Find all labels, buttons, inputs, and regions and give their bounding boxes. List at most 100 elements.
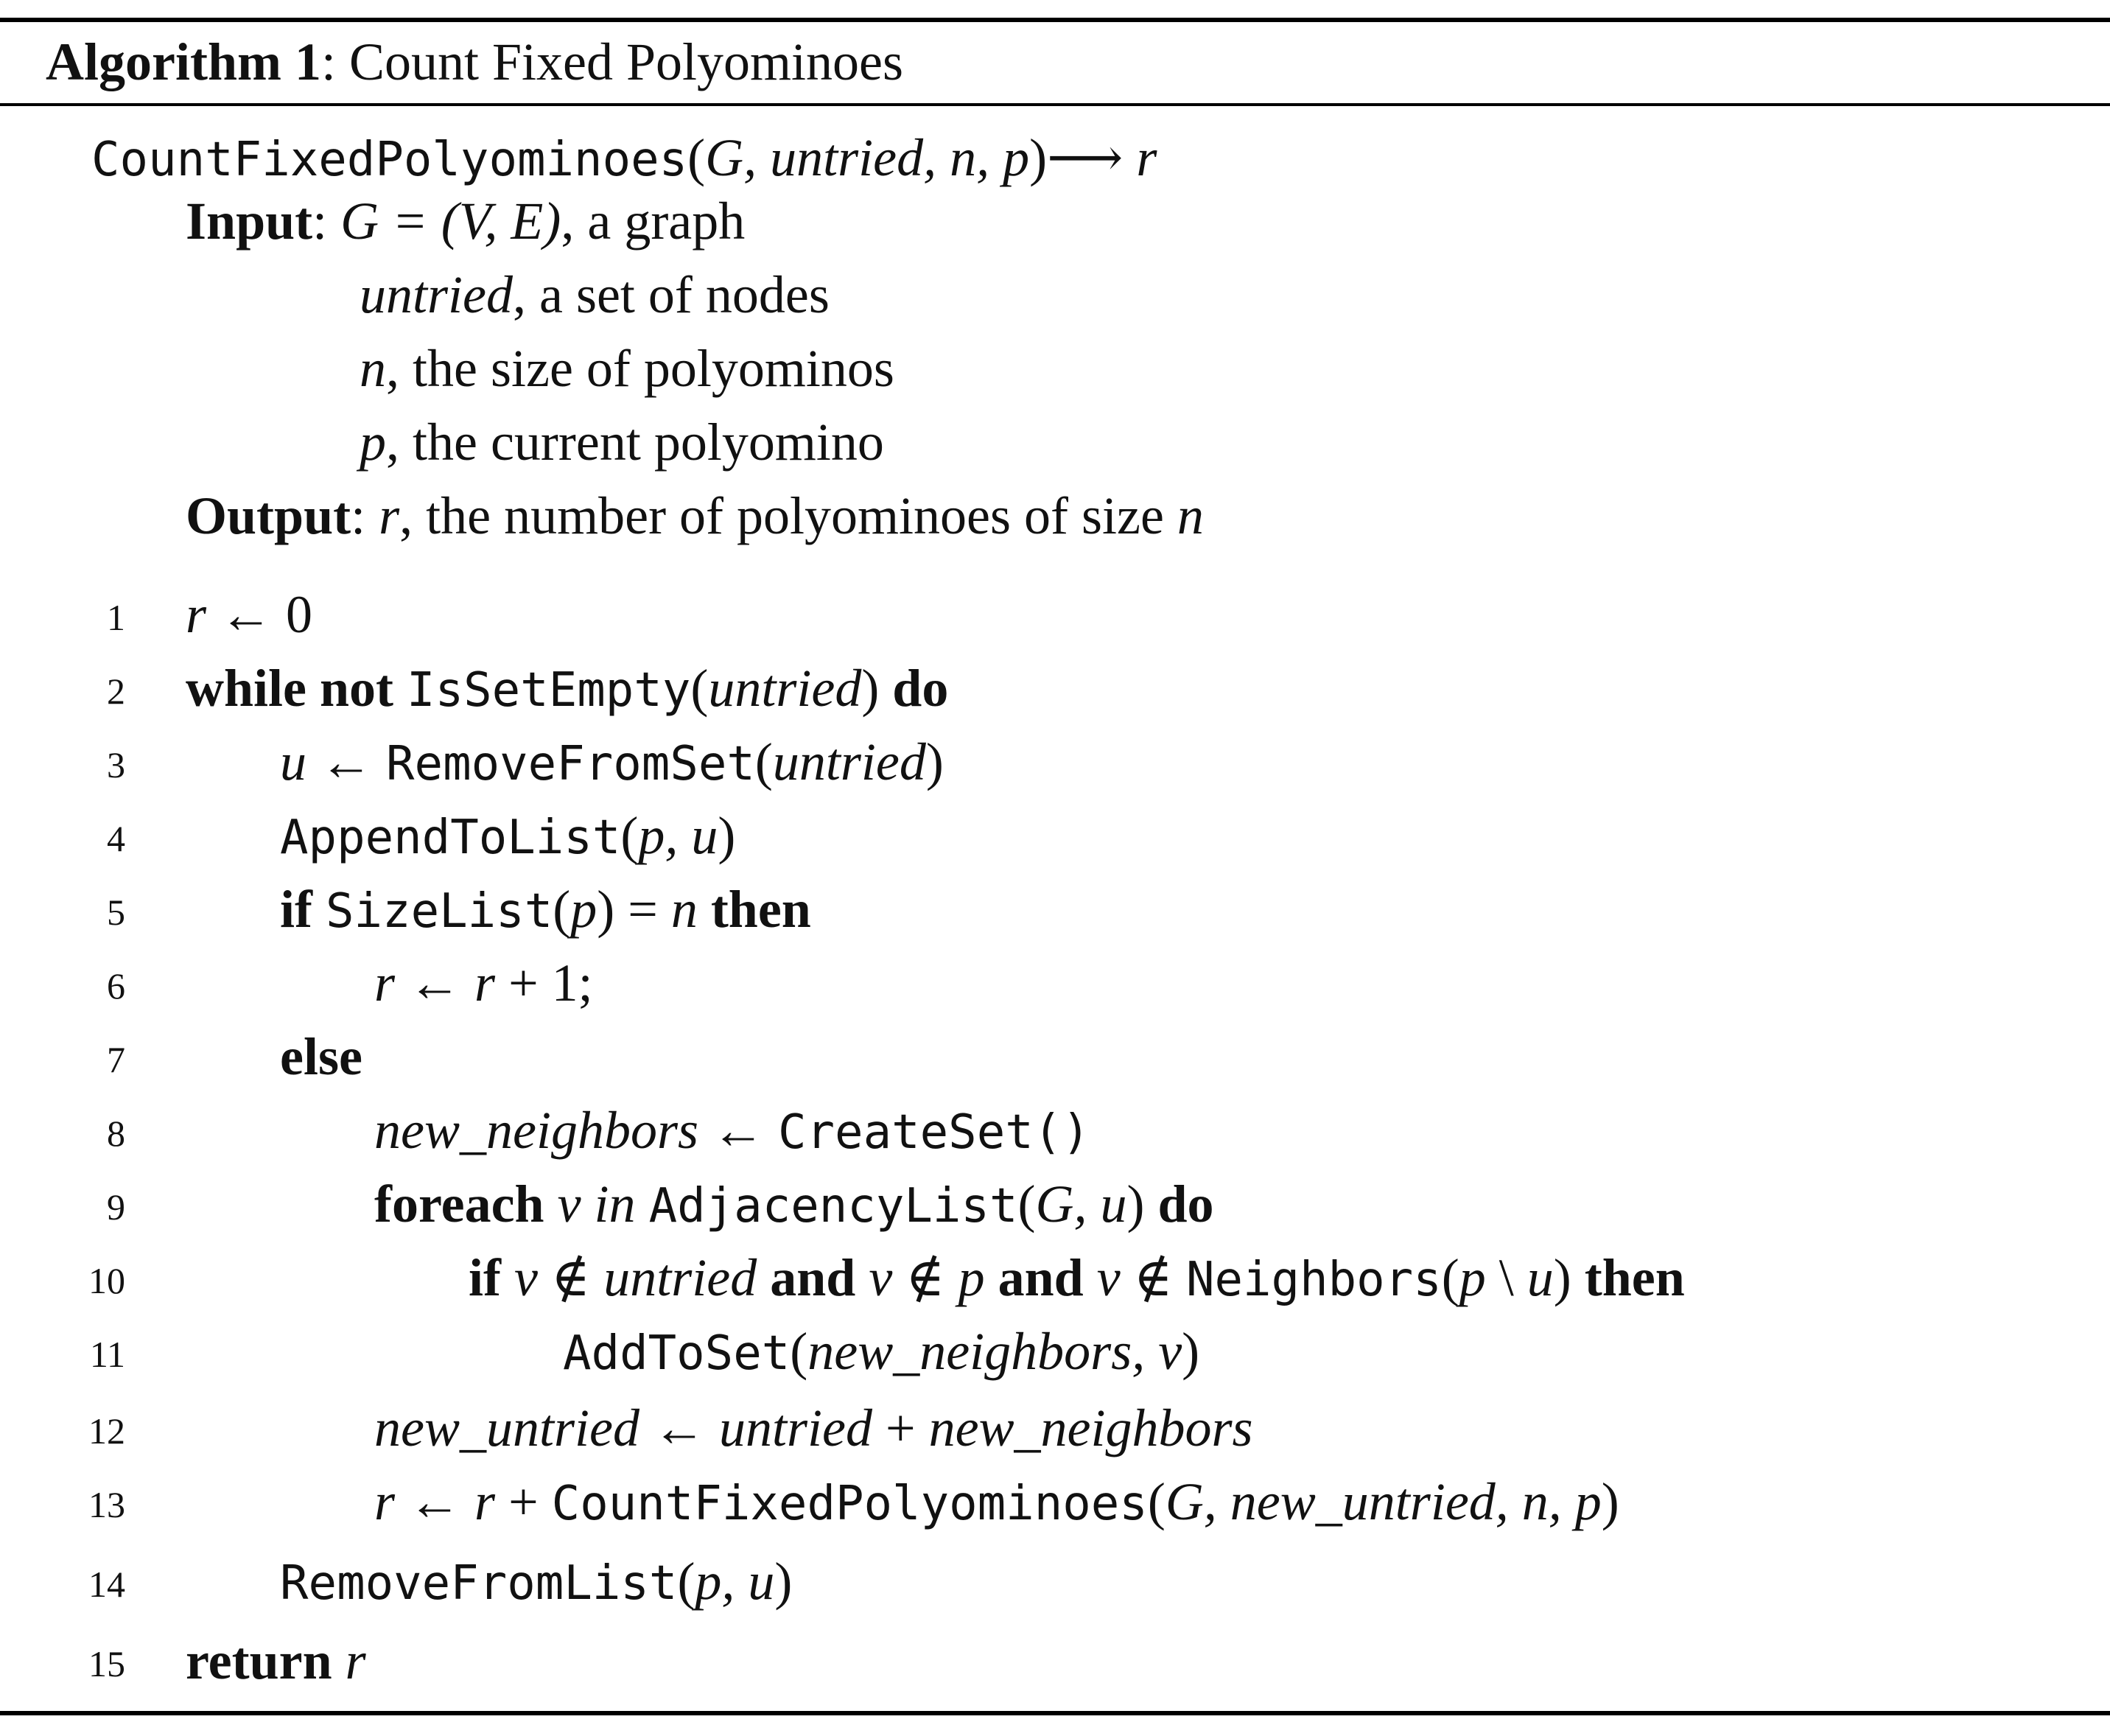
input-var-0: G = (V, E) (340, 192, 561, 251)
algorithm-line-3: u ← RemoveFromSet(untried) (280, 731, 944, 795)
signature-return: r (1136, 128, 1157, 187)
input-var-2: n (360, 339, 386, 398)
algorithm-line-7: else (280, 1026, 362, 1088)
algorithm-line-10: if v ∉ untried and v ∉ p and v ∉ Neighbo… (469, 1247, 1685, 1311)
keyword: else (280, 1027, 362, 1086)
line-number: 9 (107, 1186, 125, 1228)
line-number: 13 (88, 1484, 125, 1525)
paren: ) (861, 659, 880, 718)
input-colon: : (312, 192, 328, 251)
line-number: 6 (107, 965, 125, 1007)
space (636, 1175, 649, 1233)
paren: ) (925, 732, 944, 791)
operator: ∉ (1120, 1248, 1186, 1307)
algorithm-line-8: new_neighbors ← CreateSet() (374, 1099, 1090, 1163)
variable: v (1096, 1248, 1121, 1307)
variable: new_untried (374, 1399, 639, 1457)
line-number: 5 (107, 892, 125, 933)
algorithm-line-4: AppendToList(p, u) (280, 805, 735, 869)
variable: r (474, 953, 496, 1012)
operator: ← (395, 953, 475, 1012)
input-item: p, the current polyomino (360, 411, 884, 473)
algorithm-line-11: AddToSet(new_neighbors, v) (563, 1320, 1199, 1385)
line-number: 1 (107, 597, 125, 638)
paren: ( (1441, 1248, 1459, 1307)
input-var-1: untried (360, 265, 513, 324)
keyword: return (186, 1631, 332, 1690)
variable: untried (718, 1399, 872, 1457)
variable: p (1459, 1248, 1486, 1307)
variable: u (280, 732, 306, 791)
operator: = (614, 880, 671, 939)
variable: u (1527, 1248, 1554, 1307)
variable: r (345, 1631, 366, 1690)
signature-arrow: ⟶ (1047, 128, 1124, 187)
operator: ← (639, 1399, 719, 1457)
algorithm-line-5: if SizeList(p) = n then (280, 878, 811, 942)
function-call: Neighbors (1185, 1253, 1442, 1307)
variable: r (374, 953, 396, 1012)
variable: r (374, 1472, 396, 1531)
function-call: AppendToList (280, 811, 621, 865)
keyword: foreach (374, 1175, 544, 1233)
caption-rule (0, 103, 2110, 106)
line-number: 4 (107, 818, 125, 859)
operator: + (872, 1399, 929, 1457)
space (393, 659, 407, 718)
line-number: 3 (107, 744, 125, 785)
algorithm-line-1: r ← 0 (186, 584, 312, 645)
operator: ∉ (892, 1248, 958, 1307)
keyword: if (280, 880, 312, 939)
line-number: 7 (107, 1039, 125, 1080)
paren: ( (553, 880, 571, 939)
paren: ) (718, 806, 736, 865)
function-signature: CountFixedPolyominoes(G, untried, n, p)⟶… (91, 127, 1157, 191)
line-number: 12 (88, 1410, 125, 1452)
variable: G, u (1035, 1175, 1127, 1233)
keyword: do (1144, 1175, 1214, 1233)
paren: ( (677, 1552, 695, 1611)
operator: + 1; (495, 953, 593, 1012)
variable: new_neighbors, v (807, 1322, 1182, 1381)
signature-close-paren: ) (1029, 128, 1048, 187)
function-call: AddToSet (563, 1326, 791, 1381)
algorithm-line-2: while not IsSetEmpty(untried) do (186, 657, 948, 721)
input-line: Input: G = (V, E), a graph (186, 190, 745, 252)
variable: v (514, 1248, 538, 1307)
keyword: while not (186, 659, 394, 718)
function-call: IsSetEmpty (407, 663, 691, 718)
variable: new_neighbors (928, 1399, 1253, 1457)
function-call: CountFixedPolyominoes (551, 1477, 1148, 1531)
paren: ) (774, 1552, 793, 1611)
algorithm-label: Algorithm 1 (46, 32, 321, 91)
algorithm-line-6: r ← r + 1; (374, 952, 593, 1014)
line-number: 8 (107, 1113, 125, 1154)
input-desc-1: , a set of nodes (512, 265, 830, 324)
output-label: Output (186, 486, 351, 545)
space (544, 1175, 558, 1233)
keyword: then (1571, 1248, 1685, 1307)
input-desc-2: , the size of polyominos (386, 339, 894, 398)
keyword: then (697, 880, 811, 939)
output-desc: , the number of polyominoes of size (399, 486, 1177, 545)
algorithm-title: : Count Fixed Polyominoes (320, 32, 904, 91)
bottom-rule (0, 1711, 2110, 1715)
variable: untried (708, 659, 862, 718)
variable: untried (772, 732, 926, 791)
keyword: if (469, 1248, 501, 1307)
line-number: 14 (88, 1564, 125, 1605)
input-label: Input (186, 192, 313, 251)
top-rule (0, 18, 2110, 22)
operator: ← (306, 732, 386, 791)
algorithm-line-14: RemoveFromList(p, u) (280, 1550, 792, 1614)
variable: r (474, 1472, 496, 1531)
line-number: 2 (107, 671, 125, 712)
variable: untried (603, 1248, 757, 1307)
input-item: untried, a set of nodes (360, 264, 830, 326)
variable: n (670, 880, 698, 939)
variable: v (869, 1248, 893, 1307)
function-call: SizeList (325, 884, 553, 939)
space (332, 1631, 346, 1690)
paren: ( (754, 732, 773, 791)
keyword: and (984, 1248, 1097, 1307)
